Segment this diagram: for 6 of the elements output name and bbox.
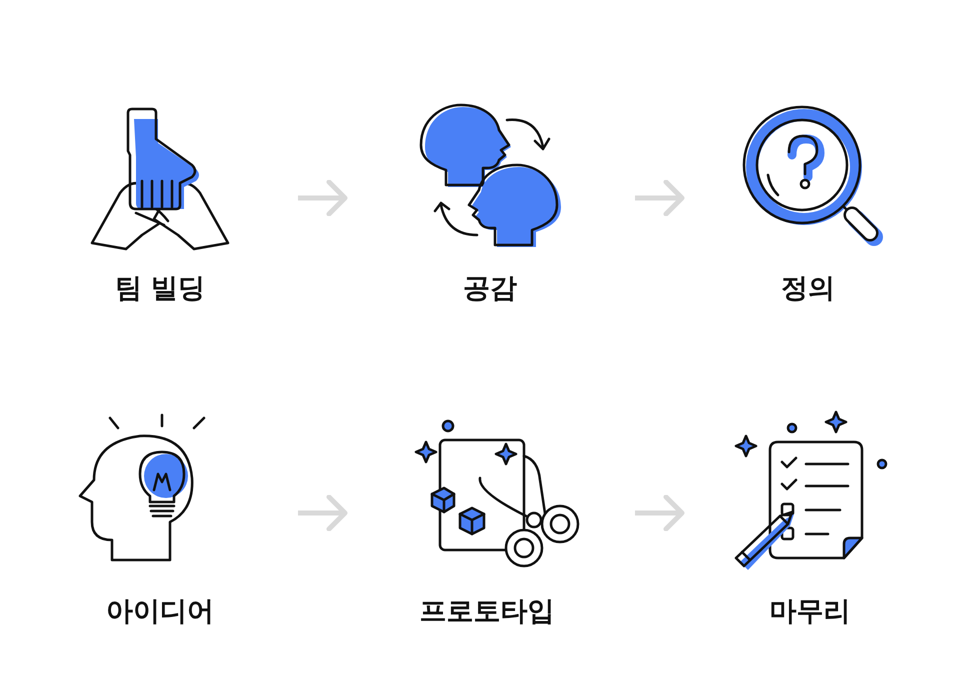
step-label: 정의 — [781, 273, 835, 306]
step-label: 프로토타입 — [420, 596, 554, 628]
step-label: 팀 빌딩 — [114, 273, 206, 306]
step-label: 마무리 — [770, 596, 850, 628]
step-label: 공감 — [463, 273, 517, 306]
step-label: 아이디어 — [106, 596, 214, 628]
